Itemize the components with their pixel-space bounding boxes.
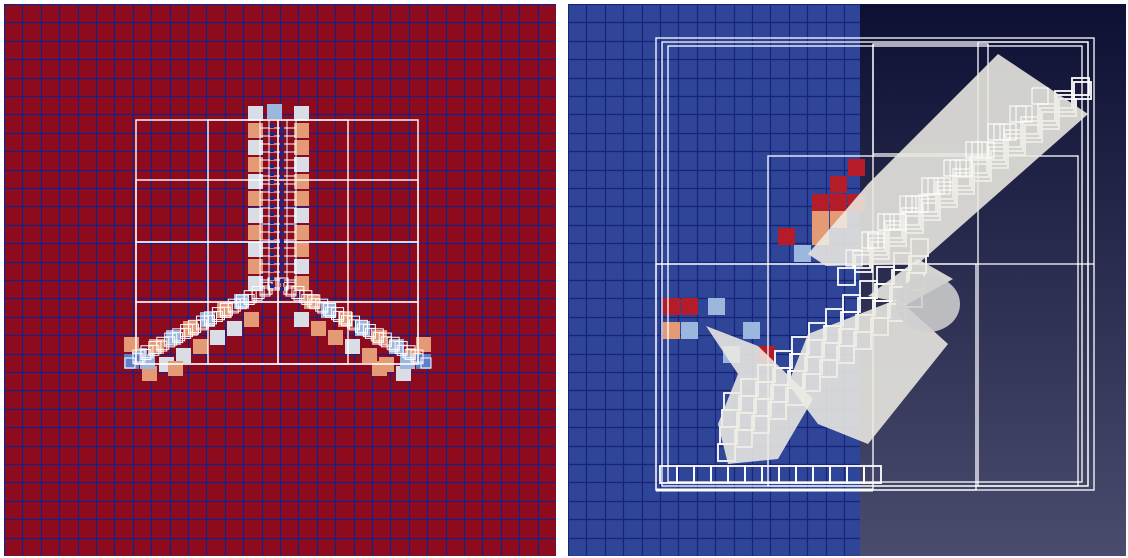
core-dot	[280, 207, 284, 211]
mesh-cell	[210, 330, 225, 345]
mesh-cell	[848, 159, 865, 176]
core-dot	[280, 159, 284, 163]
mesh-cell	[812, 211, 829, 228]
curved-joint	[896, 276, 960, 332]
core-dot	[270, 236, 274, 240]
mesh-cell	[362, 348, 377, 363]
core-dot	[270, 212, 274, 216]
mesh-cell	[227, 321, 242, 336]
mesh-cell	[176, 348, 191, 363]
mesh-cell	[830, 176, 847, 193]
mesh-cell	[248, 106, 263, 121]
mesh-cell	[743, 322, 760, 339]
mesh-cell	[708, 298, 725, 315]
mesh-cell	[372, 361, 387, 376]
core-dot	[270, 276, 274, 280]
core-dot	[280, 231, 284, 235]
mesh-cell	[248, 140, 263, 155]
mesh-cell	[663, 322, 680, 339]
core-dot	[280, 223, 284, 227]
core-dot	[270, 156, 274, 160]
mesh-cell	[681, 322, 698, 339]
core-dot	[270, 188, 274, 192]
core-dot	[270, 228, 274, 232]
core-dot	[280, 151, 284, 155]
mesh-cell	[248, 157, 263, 172]
mesh-cell	[311, 321, 326, 336]
core-dot	[280, 239, 284, 243]
core-dot	[270, 196, 274, 200]
core-dot	[270, 220, 274, 224]
core-dot	[270, 244, 274, 248]
right-render-panel	[568, 4, 1126, 556]
mesh-cell	[830, 194, 847, 211]
mesh-cell	[328, 330, 343, 345]
mesh-cell	[294, 106, 309, 121]
mesh-cell	[345, 339, 360, 354]
mesh-cell	[778, 228, 795, 245]
core-dot	[270, 164, 274, 168]
core-dot	[280, 255, 284, 259]
core-dot	[280, 127, 284, 131]
mesh-cell	[244, 312, 259, 327]
core-dot	[270, 172, 274, 176]
core-dot	[270, 140, 274, 144]
core-dot	[270, 284, 274, 288]
core-dot	[270, 132, 274, 136]
right-mesh-view	[568, 4, 1126, 556]
mesh-cell	[168, 361, 183, 376]
mesh-cell	[663, 298, 680, 315]
mesh-cell	[248, 191, 263, 206]
mesh-cell	[267, 104, 282, 119]
core-dot	[280, 143, 284, 147]
mesh-cell	[294, 312, 309, 327]
core-dot	[280, 271, 284, 275]
left-mesh-view	[4, 4, 556, 556]
core-dot	[270, 124, 274, 128]
core-dot	[280, 263, 284, 267]
core-dot	[280, 167, 284, 171]
core-dot	[280, 215, 284, 219]
core-dot	[270, 180, 274, 184]
core-dot	[280, 279, 284, 283]
core-dot	[270, 252, 274, 256]
mesh-cell	[193, 339, 208, 354]
mesh-cell	[248, 242, 263, 257]
core-dot	[280, 191, 284, 195]
core-dot	[270, 148, 274, 152]
core-dot	[280, 287, 284, 291]
left-render-panel	[4, 4, 556, 556]
core-dot	[280, 247, 284, 251]
core-dot	[270, 204, 274, 208]
core-dot	[280, 199, 284, 203]
core-dot	[270, 268, 274, 272]
core-dot	[280, 183, 284, 187]
mesh-cell	[812, 194, 829, 211]
mesh-cell	[248, 276, 263, 291]
core-dot	[280, 135, 284, 139]
mesh-cell	[681, 298, 698, 315]
core-dot	[280, 175, 284, 179]
core-dot	[270, 260, 274, 264]
